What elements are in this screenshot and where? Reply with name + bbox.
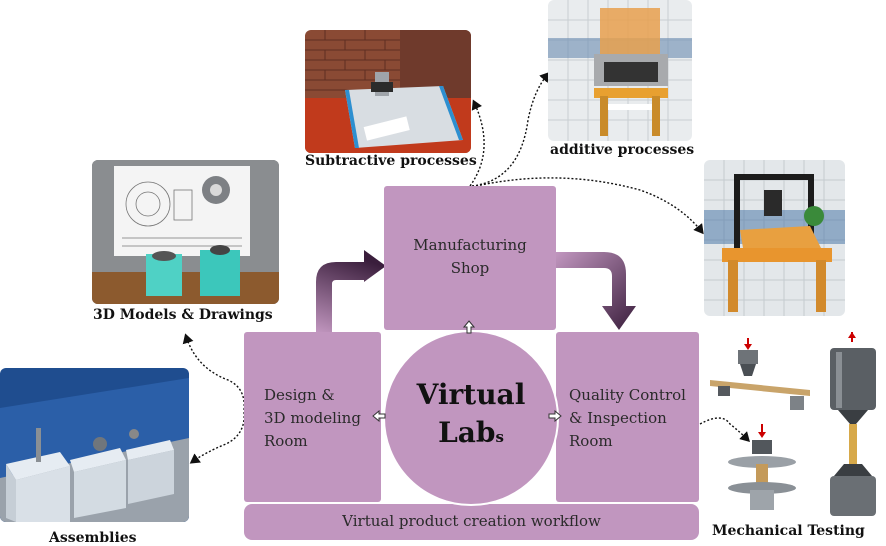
open-frame-printer-image [704, 160, 845, 316]
quality-room-label: Quality Control & Inspection Room [569, 384, 686, 453]
quality-line3: Room [569, 432, 613, 450]
manufacturing-line2: Shop [450, 259, 490, 277]
subtractive-caption: Subtractive processes [305, 153, 477, 169]
dotted-arrow-to-additive [471, 71, 550, 187]
virtual-word: Virtual [416, 378, 526, 411]
quality-room-box [556, 332, 699, 502]
design-line2: 3D modeling [264, 409, 361, 427]
virtual-labs-title: Virtual Labs [385, 376, 557, 456]
lab-text: Lab [438, 416, 496, 449]
flow-arrow-manufacturing-to-quality [556, 252, 636, 330]
small-arrow-right-icon [548, 410, 562, 422]
dotted-arrow-to-subtractive [469, 99, 485, 187]
manufacturing-line1: Manufacturing [413, 236, 527, 254]
design-room-box [244, 332, 381, 502]
virtual-labs-circle [383, 330, 559, 506]
quality-line2: & Inspection [569, 409, 667, 427]
additive-printer-image [548, 0, 692, 141]
mechanical-testing-image [706, 328, 886, 518]
manufacturing-shop-label: Manufacturing Shop [384, 234, 556, 280]
3d-models-drawings-image [92, 160, 279, 304]
design-line1: Design & [264, 386, 335, 404]
dotted-arrow-to-models [182, 333, 245, 411]
workflow-label: Virtual product creation workflow [342, 512, 601, 530]
small-arrow-left-icon [372, 410, 386, 422]
cnc-milling-image [305, 30, 471, 153]
mechanical-testing-caption: Mechanical Testing [712, 523, 865, 539]
design-room-label: Design & 3D modeling Room [264, 384, 361, 453]
models-drawings-caption: 3D Models & Drawings [93, 307, 273, 323]
assemblies-image [0, 368, 189, 522]
assemblies-caption: Assemblies [49, 530, 137, 546]
manufacturing-shop-box [384, 186, 556, 330]
dotted-arrow-to-3dprinter [475, 177, 704, 235]
dotted-arrow-to-assemblies [189, 411, 245, 464]
flow-arrow-design-to-manufacturing [316, 250, 386, 332]
quality-line1: Quality Control [569, 386, 686, 404]
workflow-bar [244, 504, 699, 540]
design-line3: Room [264, 432, 308, 450]
small-arrow-up-icon [463, 320, 475, 334]
labs-suffix: s [495, 428, 504, 446]
dotted-arrow-to-mechanical [699, 417, 750, 442]
additive-caption: additive processes [550, 142, 695, 158]
labs-word: Labs [385, 414, 557, 456]
